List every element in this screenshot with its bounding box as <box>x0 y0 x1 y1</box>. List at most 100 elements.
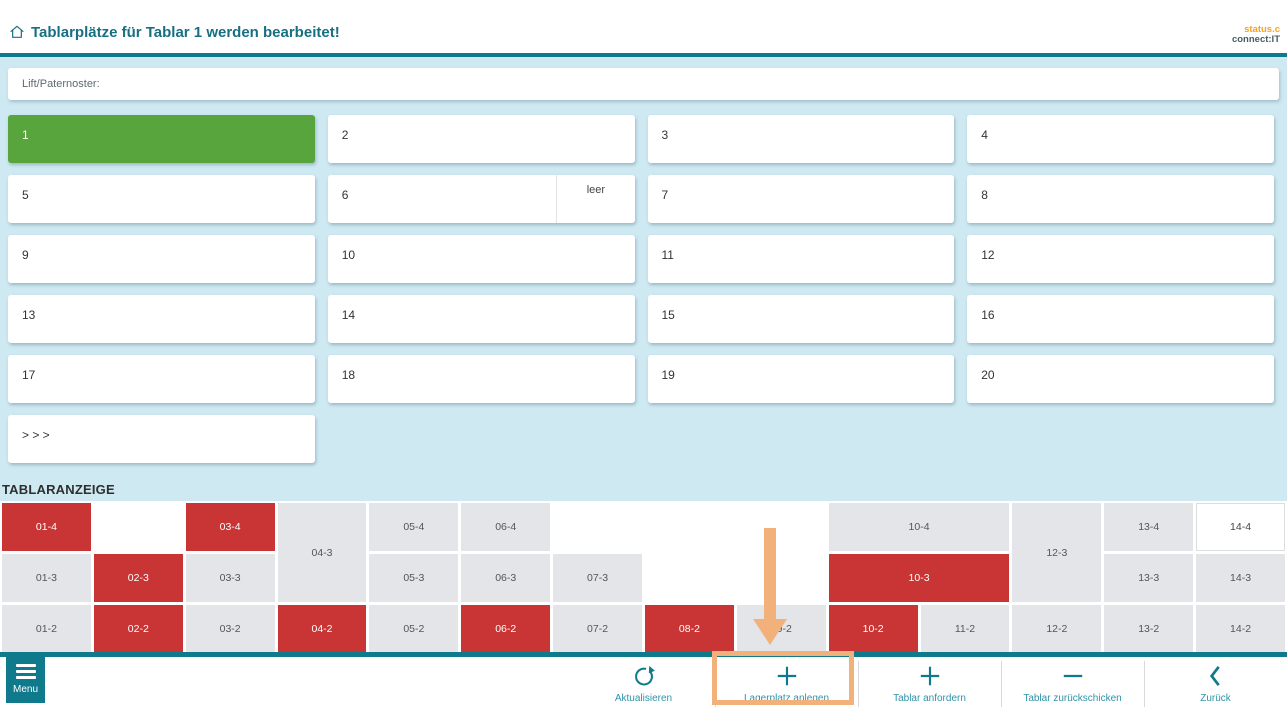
annotation-arrow <box>764 528 776 620</box>
slot-cell-14[interactable]: 14 <box>327 295 635 343</box>
hamburger-icon <box>15 664 36 682</box>
tablar-cell-04-2[interactable]: 04-2 <box>277 605 367 652</box>
slot-label: 18 <box>341 368 356 382</box>
tablar-cell-14-4[interactable]: 14-4 <box>1196 503 1285 551</box>
slot-cell-18[interactable]: 18 <box>327 355 635 403</box>
tablar-cell-13-4[interactable]: 13-4 <box>1104 503 1194 551</box>
tablar-cell-13-3[interactable]: 13-3 <box>1104 554 1194 602</box>
tablar-cell-13-2[interactable]: 13-2 <box>1104 605 1194 652</box>
slot-cell-17[interactable]: 17 <box>8 355 315 403</box>
header: Tablarplätze für Tablar 1 werden bearbei… <box>0 0 1287 53</box>
tablar-cell-label: 05-3 <box>403 572 425 584</box>
tablar-cell-03-4[interactable]: 03-4 <box>185 503 275 551</box>
slot-cell-19[interactable]: 19 <box>647 355 955 403</box>
slot-cell-1[interactable]: 1 <box>8 115 315 163</box>
tablar-cell-label: 07-2 <box>587 623 609 635</box>
tablar-cell-06-4[interactable]: 06-4 <box>461 503 551 551</box>
slot-cell-15[interactable]: 15 <box>647 295 955 343</box>
tablar-cell-label: 01-2 <box>35 623 57 635</box>
tablar-cell-01-2[interactable]: 01-2 <box>2 605 91 652</box>
tablar-cell-04-3[interactable]: 04-3 <box>277 503 367 602</box>
slot-label: 9 <box>22 248 29 262</box>
tablar-cell-01-4[interactable]: 01-4 <box>2 503 91 551</box>
toolbar-button-aktualisieren[interactable]: Aktualisieren <box>572 659 715 709</box>
home-icon[interactable] <box>9 24 25 40</box>
tablar-cell-label: 02-3 <box>127 572 149 584</box>
slot-cell-13[interactable]: 13 <box>8 295 315 343</box>
slot-cell-9[interactable]: 9 <box>8 235 315 283</box>
tablar-cell-12-2[interactable]: 12-2 <box>1012 605 1102 652</box>
tablar-cell-label: 11-2 <box>954 623 976 635</box>
toolbar-button-tablar-anfordern[interactable]: Tablar anfordern <box>858 659 1001 709</box>
tablar-cell-10-3[interactable]: 10-3 <box>828 554 1010 602</box>
toolbar-button-zuruck[interactable]: Zurück <box>1144 659 1287 709</box>
tablar-cell-06-2[interactable]: 06-2 <box>461 605 551 652</box>
tablar-cell-10-4[interactable]: 10-4 <box>828 503 1010 551</box>
menu-button[interactable]: Menu <box>6 657 45 703</box>
slot-cell-5[interactable]: 5 <box>8 175 315 223</box>
slot-label: 6 <box>341 188 349 202</box>
tablar-cell-label: 14-4 <box>1230 521 1252 533</box>
refresh-icon <box>631 662 657 689</box>
tablar-cell-12-3[interactable]: 12-3 <box>1012 503 1102 602</box>
slot-cell-10[interactable]: 10 <box>327 235 635 283</box>
tablar-cell-01-3[interactable]: 01-3 <box>2 554 91 602</box>
tablar-cell-03-3[interactable]: 03-3 <box>185 554 275 602</box>
tablar-cell-label: 10-2 <box>862 623 884 635</box>
slot-label: 17 <box>22 368 36 382</box>
slot-label: 5 <box>22 188 29 202</box>
tablar-cell-label: 13-4 <box>1138 521 1160 533</box>
toolbar-button-tablar-zuruckschicken[interactable]: Tablar zurückschicken <box>1001 659 1144 709</box>
tablar-cell-02-2[interactable]: 02-2 <box>93 605 183 652</box>
tablar-cell-02-3[interactable]: 02-3 <box>93 554 183 602</box>
lift-paternoster-bar: Lift/Paternoster: <box>8 68 1279 100</box>
annotation-arrow-head <box>753 619 787 645</box>
slot-cell-16[interactable]: 16 <box>967 295 1274 343</box>
slot-cell-20[interactable]: 20 <box>967 355 1274 403</box>
tablar-cell-05-3[interactable]: 05-3 <box>369 554 459 602</box>
tablar-cell-06-3[interactable]: 06-3 <box>461 554 551 602</box>
menu-label: Menu <box>12 683 38 695</box>
slot-label: 2 <box>341 128 349 142</box>
slot-cell-4[interactable]: 4 <box>967 115 1274 163</box>
tablar-cell-label: 01-4 <box>35 521 57 533</box>
tablar-cell-07-3[interactable]: 07-3 <box>553 554 642 602</box>
tablar-cell-label: 03-3 <box>219 572 241 584</box>
tablar-cell-05-2[interactable]: 05-2 <box>369 605 459 652</box>
tablar-cell-14-2[interactable]: 14-2 <box>1196 605 1285 652</box>
toolbar-buttons: Aktualisieren Lagerplatz anlegen Tablar an… <box>572 659 1287 709</box>
slot-label: 3 <box>661 128 669 142</box>
slot-cell-12[interactable]: 12 <box>967 235 1274 283</box>
slot-label: 11 <box>661 248 674 262</box>
tablar-cell-07-2[interactable]: 07-2 <box>553 605 642 652</box>
slot-cell-11[interactable]: 11 <box>647 235 955 283</box>
toolbar-button-label: Zurück <box>1200 693 1231 704</box>
tablar-cell-08-2[interactable]: 08-2 <box>644 605 734 652</box>
slot-cell-3[interactable]: 3 <box>647 115 955 163</box>
tablar-cell-label: 10-4 <box>908 521 930 533</box>
tablar-cell-14-3[interactable]: 14-3 <box>1196 554 1285 602</box>
tablar-section-title: TABLARANZEIGE <box>2 482 115 497</box>
toolbar-button-label: Tablar anfordern <box>893 693 966 704</box>
slot-cell-more[interactable]: > > > <box>8 415 315 463</box>
tablar-cell-label: 05-2 <box>403 623 425 635</box>
tablar-cell-05-4[interactable]: 05-4 <box>369 503 459 551</box>
slot-label: 20 <box>981 368 995 382</box>
toolbar-button-label: Lagerplatz anlegen <box>743 693 830 704</box>
tablar-cell-label: 02-2 <box>127 623 149 635</box>
slot-label: 10 <box>341 248 356 262</box>
toolbar-button-label: Aktualisieren <box>614 693 673 704</box>
slot-cell-8[interactable]: 8 <box>967 175 1274 223</box>
tablar-cell-03-2[interactable]: 03-2 <box>185 605 275 652</box>
slot-cell-7[interactable]: 7 <box>647 175 955 223</box>
tablar-cell-11-2[interactable]: 11-2 <box>920 605 1010 652</box>
tablar-cell-label: 04-2 <box>311 623 333 635</box>
tablar-cell-10-2[interactable]: 10-2 <box>828 605 918 652</box>
tablar-cell-label: 06-4 <box>495 521 517 533</box>
slot-cell-2[interactable]: 2 <box>327 115 635 163</box>
tablar-cell-label: 12-3 <box>1046 546 1068 559</box>
tablar-cell-label: 10-3 <box>908 572 930 584</box>
